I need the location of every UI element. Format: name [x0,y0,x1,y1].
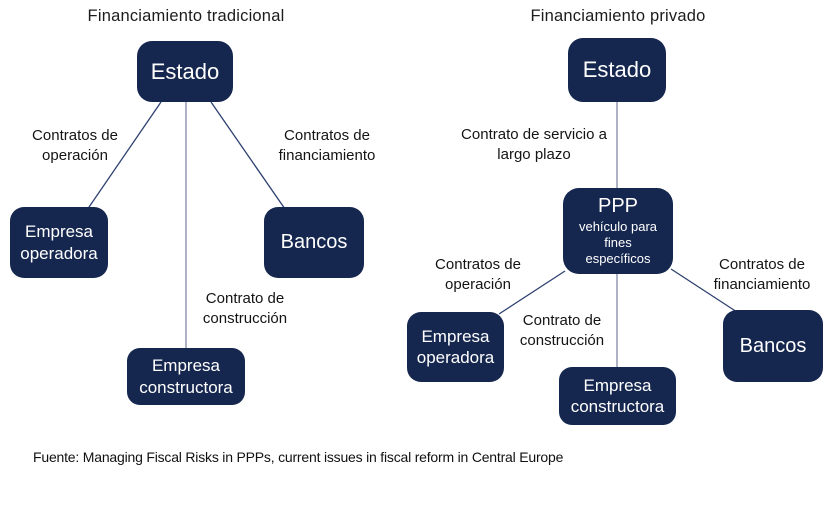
node-estado-traditional-label: Estado [150,58,220,84]
node-operadora-private: Empresa operadora [407,312,504,382]
edge-label-construccion-traditional: Contrato de construcción [202,290,288,327]
node-estado-private: Estado [568,38,666,102]
edge-estado-bancos-traditional [210,101,286,210]
node-estado-private-label: Estado [582,57,652,83]
node-ppp-title: PPP [597,194,639,217]
node-operadora-private-label: Empresa operadora [416,326,495,367]
node-operadora-traditional-label: Empresa operadora [20,222,98,263]
node-bancos-traditional-label: Bancos [280,231,348,253]
node-ppp-subtitle: vehículo para fines específicos [578,218,658,267]
node-constructora-traditional-label: Empresa constructora [139,356,233,397]
node-estado-traditional: Estado [137,41,233,102]
source-note: Fuente: Managing Fiscal Risks in PPPs, c… [33,449,564,465]
node-constructora-private: Empresa constructora [559,367,676,425]
edge-label-operacion-private: Contratos de operación [435,256,521,293]
edge-label-servicio-private: Contrato de servicio a largo plazo [461,126,607,163]
edge-label-operacion-traditional: Contratos de operación [32,127,118,164]
panel-title-traditional: Financiamiento tradicional [87,7,285,25]
node-bancos-private-label: Bancos [739,334,807,357]
node-constructora-private-label: Empresa constructora [570,375,665,416]
edge-label-financiamiento-traditional: Contratos de financiamiento [278,127,376,164]
node-operadora-traditional: Empresa operadora [10,207,108,278]
edge-ppp-bancos-private [670,268,738,313]
edge-ppp-operadora-private [498,270,566,315]
panel-title-private: Financiamiento privado [530,7,706,25]
node-bancos-private: Bancos [723,310,823,382]
edge-estado-operadora-traditional [86,101,162,211]
node-ppp-private: PPP vehículo para fines específicos [563,188,673,274]
node-bancos-traditional: Bancos [264,207,364,278]
node-constructora-traditional: Empresa constructora [127,348,245,405]
edge-label-construccion-private: Contrato de construcción [519,312,605,349]
edge-label-financiamiento-private: Contratos de financiamiento [713,256,811,293]
